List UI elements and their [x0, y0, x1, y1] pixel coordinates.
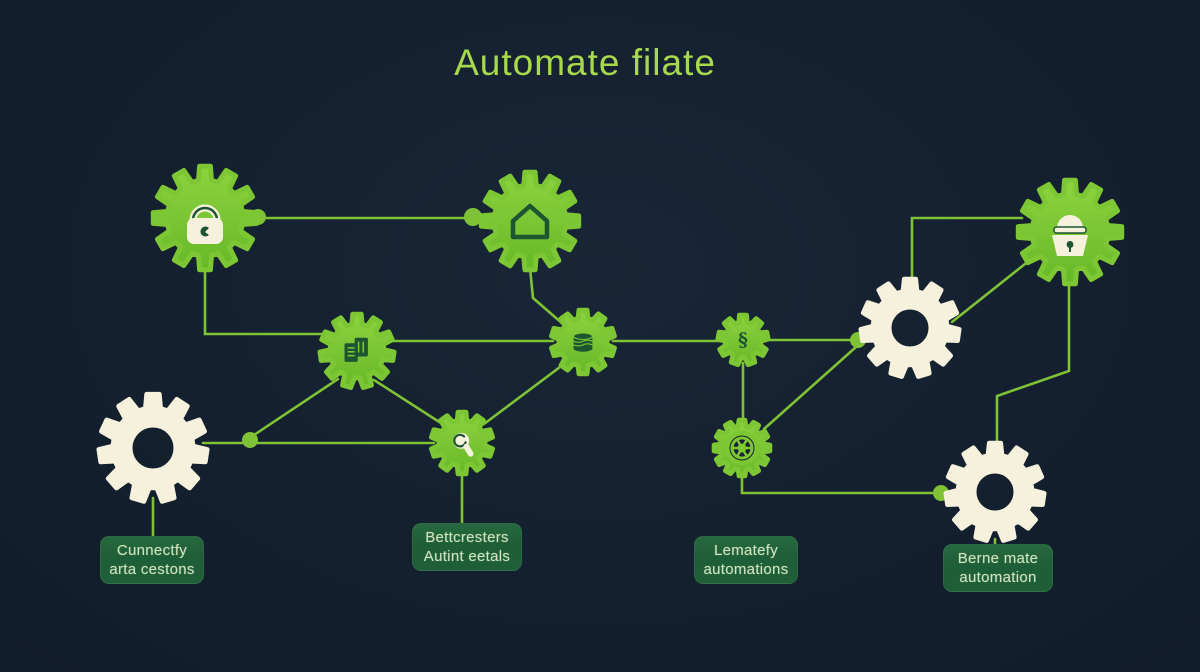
connector-line — [950, 254, 1037, 324]
label-line2: arta cestons — [109, 561, 195, 578]
label-line1: Lematefy — [713, 542, 779, 559]
label-automation: Berne mate automation — [943, 544, 1053, 592]
gear-plain-left — [96, 391, 210, 504]
label-line1: Cunnectfy — [116, 542, 188, 559]
svg-text:§: § — [738, 330, 748, 351]
documents-icon — [344, 337, 368, 362]
spoked-wheel-icon — [730, 436, 754, 460]
label-best-results: Bettcresters Autint eetals — [412, 523, 522, 571]
magnifier-icon — [453, 432, 474, 457]
connector-line — [740, 472, 938, 495]
padlock-icon — [187, 204, 223, 244]
label-line2: Autint eetals — [423, 548, 511, 565]
label-line1: Berne mate — [957, 550, 1039, 567]
label-line2: automations — [703, 561, 789, 578]
database-icon — [573, 332, 593, 352]
connector-line — [762, 345, 858, 431]
label-connect-actions: Cunnectfy arta cestons — [100, 536, 204, 584]
connector-line — [249, 377, 340, 439]
label-automations: Lematefy automations — [694, 536, 798, 584]
connector-line — [482, 362, 566, 426]
connector-line — [528, 266, 565, 326]
gear-wheel — [711, 417, 773, 479]
connector-line — [995, 281, 1071, 443]
gear-section — [715, 312, 771, 367]
connector-line — [910, 216, 1024, 283]
home-icon — [510, 203, 550, 240]
gear-home — [478, 169, 582, 273]
connector-dot — [464, 208, 482, 226]
label-line2: automation — [959, 569, 1037, 586]
label-line1: Bettcresters — [425, 529, 509, 546]
connector-line — [372, 378, 446, 427]
gear-plain-bottom — [943, 440, 1047, 543]
section-sign-icon: § — [738, 330, 748, 351]
connector-dot — [242, 432, 258, 448]
connector-line — [203, 266, 332, 336]
page-title: Automate filate — [454, 42, 716, 83]
padlock2-icon — [1052, 215, 1088, 256]
gear-plain-mid — [858, 276, 962, 379]
